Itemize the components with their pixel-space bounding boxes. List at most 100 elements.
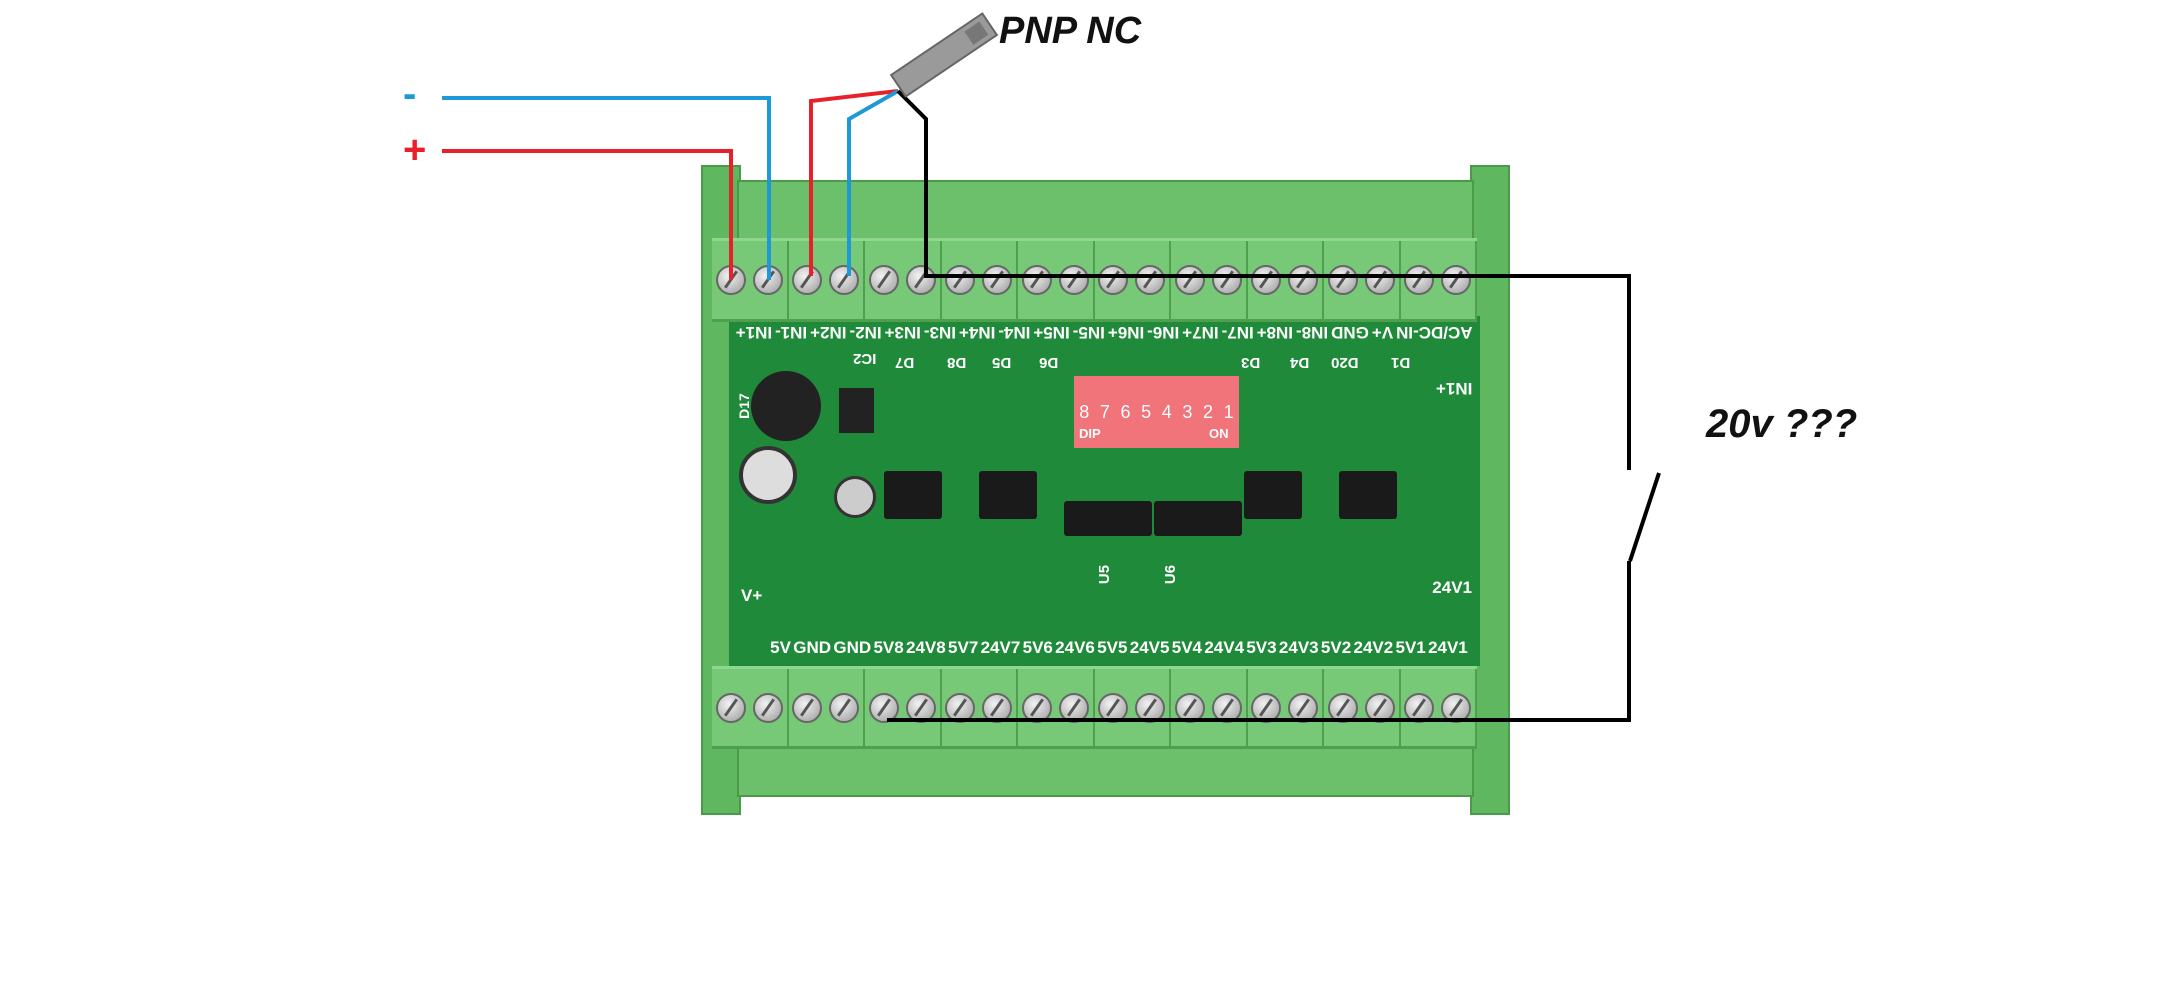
plus-label: + bbox=[403, 128, 427, 172]
top-terminal-block bbox=[712, 238, 1477, 322]
terminal-block-pair bbox=[1171, 669, 1248, 746]
terminal-screw[interactable] bbox=[1098, 265, 1129, 295]
terminal-screw[interactable] bbox=[1021, 265, 1052, 295]
dip-switch-position[interactable]: 3 bbox=[1182, 401, 1193, 422]
terminal-screw[interactable] bbox=[1441, 692, 1472, 723]
terminal-block-pair bbox=[1018, 669, 1095, 746]
terminal-screw[interactable] bbox=[945, 265, 976, 295]
capacitor bbox=[739, 446, 797, 504]
bottom-terminal-label: 24V5 bbox=[1129, 638, 1170, 657]
terminal-block-pair bbox=[865, 669, 942, 746]
sensor-signal-wire bbox=[896, 89, 1631, 470]
bottom-terminal-label: 5V2 bbox=[1320, 638, 1352, 657]
sensor-positive-wire bbox=[809, 89, 899, 276]
bottom-terminal-label: 5V6 bbox=[1022, 638, 1053, 657]
bottom-terminal-label: 5V5 bbox=[1097, 638, 1128, 657]
terminal-screw[interactable] bbox=[1404, 692, 1435, 723]
terminal-screw[interactable] bbox=[1135, 265, 1166, 295]
terminal-screw[interactable] bbox=[1364, 265, 1395, 295]
terminal-block-pair bbox=[1401, 669, 1477, 746]
bottom-terminal-label: 24V2 bbox=[1353, 638, 1394, 657]
side-label-24v1: 24V1 bbox=[1432, 578, 1472, 597]
optocoupler bbox=[884, 471, 942, 519]
bottom-terminal-label: 5V4 bbox=[1171, 638, 1203, 657]
output-return-wire bbox=[887, 561, 1631, 722]
terminal-block-pair bbox=[1095, 241, 1171, 319]
terminal-screw[interactable] bbox=[1327, 265, 1358, 295]
terminal-screw[interactable] bbox=[1251, 692, 1282, 723]
terminal-screw[interactable] bbox=[829, 692, 860, 723]
regulator-ic2 bbox=[839, 388, 874, 433]
terminal-screw[interactable] bbox=[829, 265, 860, 295]
terminal-screw[interactable] bbox=[868, 692, 899, 723]
bottom-terminal-label: 5V7 bbox=[948, 638, 979, 657]
terminal-screw[interactable] bbox=[868, 265, 899, 295]
terminal-screw[interactable] bbox=[752, 692, 783, 723]
dip-switch-position[interactable]: 6 bbox=[1120, 401, 1131, 422]
capacitor-small bbox=[834, 476, 876, 518]
bottom-terminal-label: 24V4 bbox=[1204, 638, 1245, 657]
optocoupler bbox=[1244, 471, 1302, 519]
voltage-question-label: 20v ??? bbox=[1706, 402, 1858, 446]
terminal-block-pair bbox=[942, 241, 1018, 319]
terminal-block-pair bbox=[1248, 241, 1324, 319]
chip-u6 bbox=[1154, 501, 1242, 536]
terminal-screw[interactable] bbox=[1174, 265, 1205, 295]
bottom-terminal-label: GND bbox=[833, 638, 872, 657]
optocoupler bbox=[979, 471, 1037, 519]
bottom-terminal-label: 24V7 bbox=[980, 638, 1021, 657]
chip-u5 bbox=[1064, 501, 1152, 536]
bottom-terminal-label: 5V8 bbox=[873, 638, 904, 657]
dip-switch-position[interactable]: 8 bbox=[1079, 401, 1090, 422]
dip-label: DIP bbox=[1079, 426, 1101, 441]
dip-switch-position[interactable]: 4 bbox=[1161, 401, 1172, 422]
dip-switch-position[interactable]: 5 bbox=[1141, 401, 1152, 422]
pnp-sensor-icon bbox=[889, 12, 999, 98]
terminal-block-pair bbox=[1171, 241, 1248, 319]
terminal-block-pair bbox=[1401, 241, 1477, 319]
terminal-screw[interactable] bbox=[1327, 692, 1358, 723]
dip-switch-position[interactable]: 1 bbox=[1223, 401, 1234, 422]
sensor-type-label: PNP NC bbox=[999, 10, 1142, 52]
terminal-screw[interactable] bbox=[945, 692, 976, 723]
bottom-terminal-label: GND bbox=[793, 638, 832, 657]
terminal-screw[interactable] bbox=[1404, 265, 1435, 295]
dip-switch-position[interactable]: 7 bbox=[1099, 401, 1110, 422]
terminal-screw[interactable] bbox=[792, 692, 823, 723]
terminal-screw[interactable] bbox=[982, 692, 1013, 723]
bottom-terminal-block bbox=[712, 666, 1477, 749]
terminal-screw[interactable] bbox=[715, 692, 746, 723]
terminal-screw[interactable] bbox=[792, 265, 823, 295]
optocoupler bbox=[1339, 471, 1397, 519]
terminal-block-pair bbox=[1324, 669, 1401, 746]
terminal-screw[interactable] bbox=[1288, 265, 1319, 295]
sensor-negative-wire bbox=[847, 89, 899, 276]
side-label-vplus: V+ bbox=[741, 586, 763, 605]
terminal-screw[interactable] bbox=[1441, 265, 1472, 295]
switch-contact bbox=[1628, 472, 1661, 562]
terminal-block-pair bbox=[1324, 241, 1401, 319]
bottom-terminal-label: 5V bbox=[770, 638, 791, 657]
terminal-block-pair bbox=[789, 669, 865, 746]
terminal-screw[interactable] bbox=[1174, 692, 1205, 723]
minus-label: - bbox=[403, 72, 417, 116]
terminal-screw[interactable] bbox=[1058, 265, 1089, 295]
terminal-screw[interactable] bbox=[1058, 692, 1089, 723]
terminal-screw[interactable] bbox=[1211, 265, 1242, 295]
bottom-terminal-label: 24V8 bbox=[906, 638, 946, 657]
terminal-block-pair bbox=[942, 669, 1018, 746]
terminal-screw[interactable] bbox=[982, 265, 1013, 295]
dip-switch-position[interactable]: 2 bbox=[1203, 401, 1214, 422]
bottom-terminal-label: 5V1 bbox=[1395, 638, 1426, 657]
bottom-terminal-label: 24V1 bbox=[1428, 638, 1468, 657]
bridge-rectifier bbox=[751, 371, 821, 441]
bottom-terminal-label: 24V6 bbox=[1055, 638, 1095, 657]
terminal-block-pair bbox=[712, 669, 789, 746]
bottom-terminal-label: 24V3 bbox=[1278, 638, 1319, 657]
terminal-screw[interactable] bbox=[1251, 265, 1282, 295]
terminal-screw[interactable] bbox=[905, 265, 936, 295]
